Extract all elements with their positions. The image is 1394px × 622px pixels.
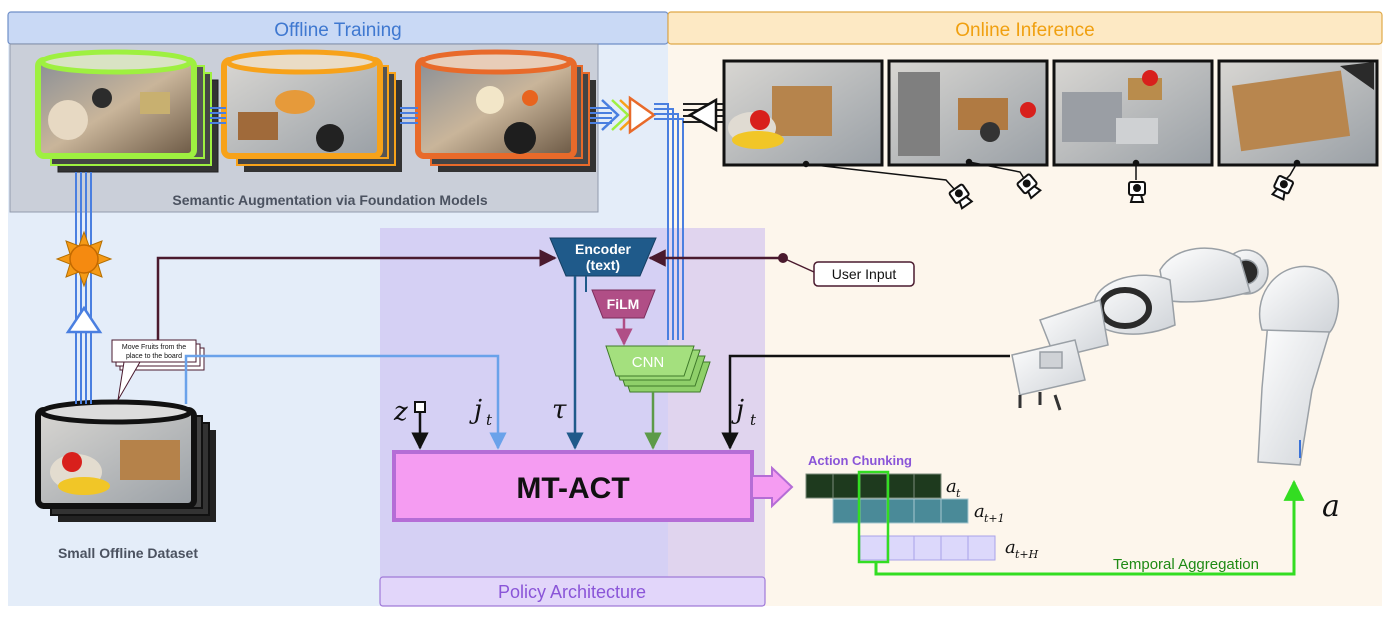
robot-state-arrow xyxy=(721,354,1010,450)
action-chunking-label: Action Chunking xyxy=(808,453,912,468)
cnn-label: CNN xyxy=(632,354,665,371)
augmentation-label: Semantic Augmentation via Foundation Mod… xyxy=(172,192,487,208)
cnn-block xyxy=(605,345,711,393)
policy-architecture-title: Policy Architecture xyxy=(498,582,646,602)
encoder-label: Encoder xyxy=(575,241,632,257)
latent-z-node xyxy=(414,401,426,413)
camera-bundle xyxy=(683,97,724,133)
mtact-output-arrow xyxy=(751,465,794,509)
online-inference-header xyxy=(667,11,1383,45)
encoder-block xyxy=(549,237,657,277)
temporal-aggregation-arrow xyxy=(874,479,1305,576)
augmented-dataset-green xyxy=(35,49,219,173)
sun-icon xyxy=(55,230,113,288)
augmented-dataset-orange xyxy=(221,49,402,172)
camera-view-2 xyxy=(887,59,1049,167)
mtact-label: MT-ACT xyxy=(516,472,629,505)
instruction-bubble: Move Fruits from the place to the board xyxy=(111,339,205,401)
symbol-j-right-sub: t xyxy=(750,411,757,429)
action-chunk-row-t1 xyxy=(832,498,969,524)
robot-arm xyxy=(1011,247,1340,466)
action-a-tH: a xyxy=(1005,537,1016,558)
offline-training-title: Offline Training xyxy=(274,20,401,41)
camera-view-1 xyxy=(722,59,884,167)
action-chunk-row-tH xyxy=(859,535,996,561)
film-label: FiLM xyxy=(607,296,640,312)
symbol-z: z xyxy=(393,397,408,427)
action-a-tH-sub: t+H xyxy=(1015,548,1039,561)
small-offline-dataset xyxy=(35,399,216,522)
user-input-box[interactable] xyxy=(813,261,915,287)
augmentation-connectors xyxy=(210,107,612,124)
dataset-bundle xyxy=(75,172,92,404)
symbol-j-left-sub: t xyxy=(486,411,493,429)
policy-architecture-region xyxy=(380,228,765,606)
text-to-encoder-arrow xyxy=(156,249,557,340)
action-output-symbol: a xyxy=(1322,489,1340,524)
action-a-t1-sub: t+1 xyxy=(984,512,1005,525)
dataset-label: Small Offline Dataset xyxy=(58,545,198,561)
temporal-aggregation-label: Temporal Aggregation xyxy=(1113,556,1259,573)
upward-arrow-icon xyxy=(65,305,103,334)
camera-view-3 xyxy=(1052,59,1214,167)
action-a-t: a xyxy=(946,476,957,497)
augmented-dataset-red xyxy=(415,49,596,172)
online-inference-title: Online Inference xyxy=(955,20,1094,41)
augmentation-arrow-icon xyxy=(601,95,657,135)
user-input-label: User Input xyxy=(832,266,897,282)
instruction-line-2: place to the board xyxy=(126,353,182,360)
film-block xyxy=(591,289,656,319)
camera-icon xyxy=(948,173,1294,210)
visual-data-bundle xyxy=(654,103,684,340)
temporal-aggregation-window xyxy=(857,470,890,564)
joint-state-arrow-left xyxy=(184,354,507,450)
user-input-leader xyxy=(782,257,815,273)
encoder-sublabel: (text) xyxy=(586,257,620,273)
action-a-t-sub: t xyxy=(956,487,961,500)
action-a-t1: a xyxy=(974,501,985,522)
instruction-line-1: Move Fruits from the xyxy=(122,344,186,351)
symbol-tau: τ xyxy=(552,395,567,425)
camera-view-4 xyxy=(1217,59,1379,167)
action-chunk-row-t xyxy=(805,473,942,499)
policy-architecture-footer xyxy=(379,576,766,607)
